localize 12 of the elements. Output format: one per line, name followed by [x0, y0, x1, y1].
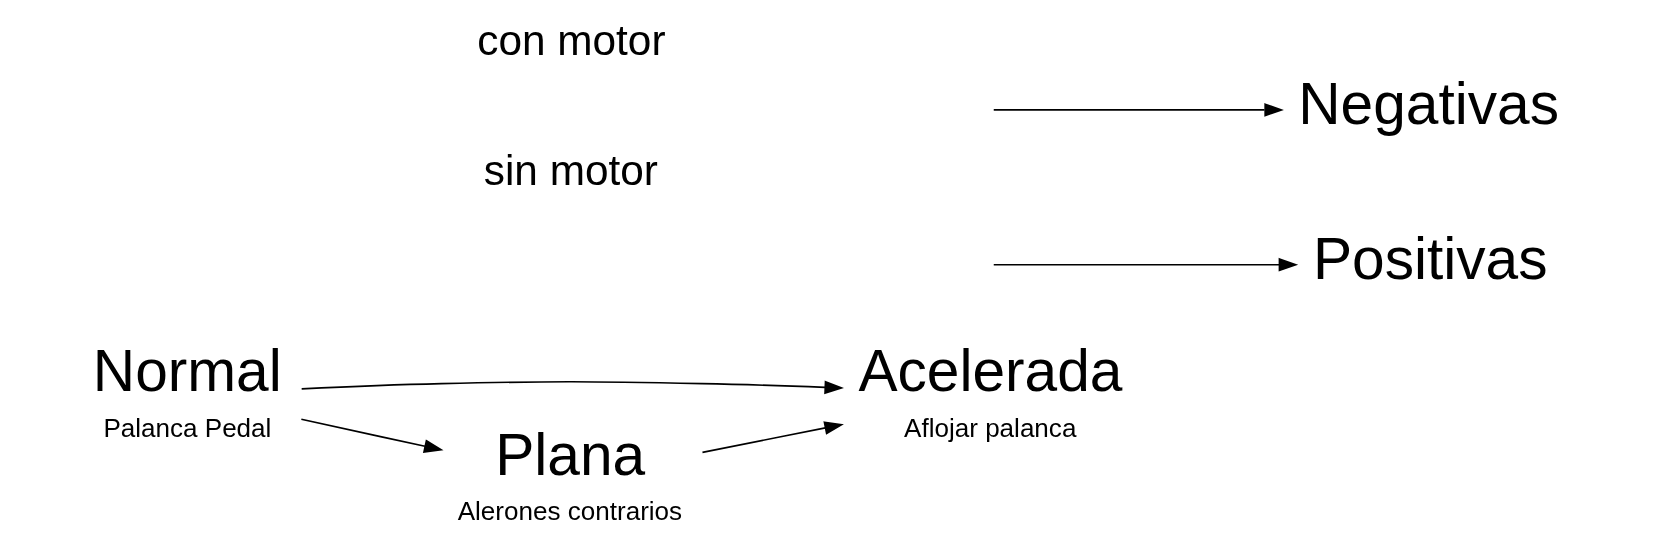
- node-text: Negativas: [1298, 71, 1559, 137]
- node-text: Positivas: [1312, 226, 1548, 292]
- arrow: [992, 103, 1284, 117]
- arrow: [300, 418, 444, 453]
- arrow: [300, 380, 844, 395]
- node-text: Plana Alerones contrarios: [457, 421, 683, 527]
- label: con motor: [477, 17, 666, 65]
- label: sin motor: [483, 147, 658, 195]
- node-text: Normal Palanca Pedal: [92, 338, 282, 444]
- arrow: [992, 257, 1299, 272]
- arrow: [701, 421, 844, 454]
- node-text: Acelerada Aflojar palanca: [858, 338, 1123, 444]
